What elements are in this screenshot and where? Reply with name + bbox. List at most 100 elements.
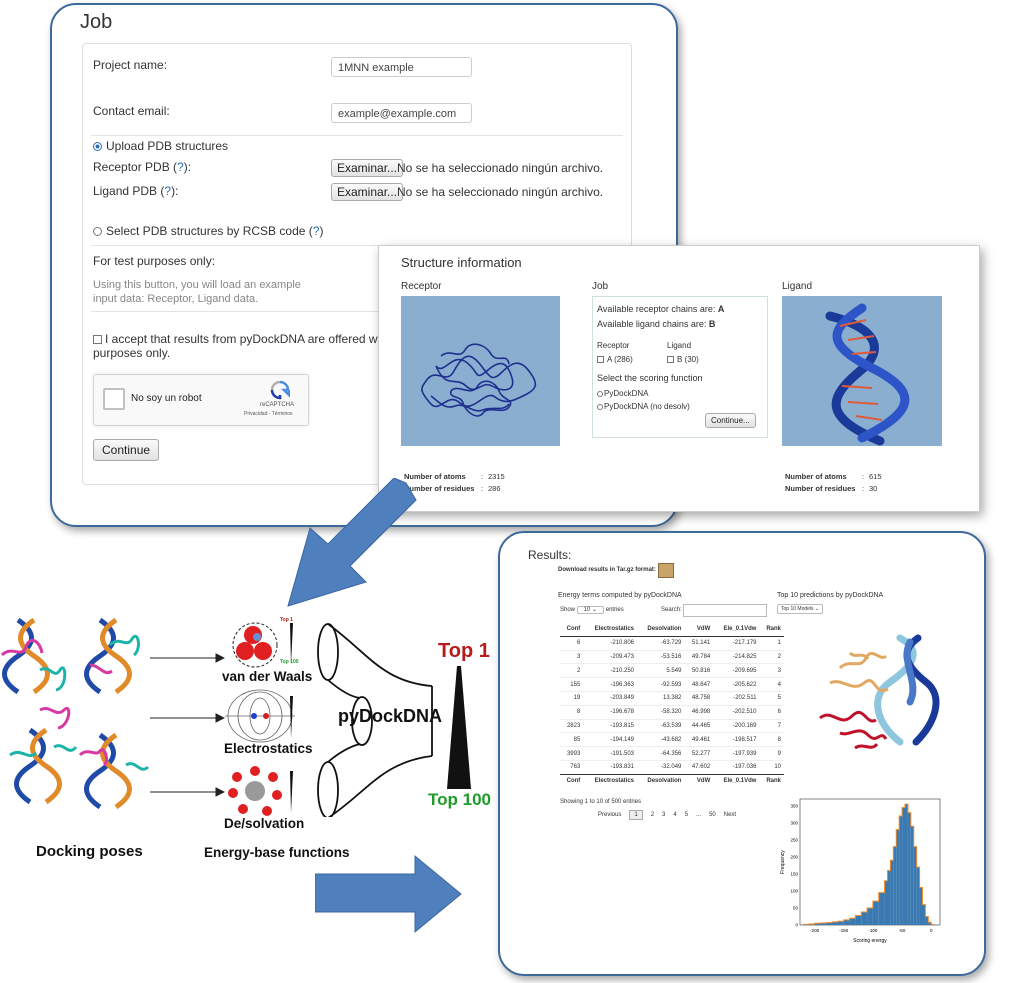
table-header-cell[interactable]: Desolvation <box>637 623 685 637</box>
histogram-bar <box>820 922 827 925</box>
histogram-bar <box>849 918 856 925</box>
page-link[interactable]: 4 <box>673 812 677 818</box>
docking-poses-label: Docking poses <box>36 843 143 860</box>
histogram-bar <box>907 812 911 925</box>
scoring-radio-1[interactable] <box>597 390 603 397</box>
table-cell: -32.049 <box>637 759 685 775</box>
histogram-bar <box>832 921 838 925</box>
recaptcha-checkbox[interactable] <box>103 388 125 410</box>
rcsb-help-link[interactable]: ? <box>312 224 320 238</box>
histogram-bar <box>861 912 868 925</box>
entries-select[interactable]: 10 ⌄ <box>576 606 605 614</box>
receptor-chain-checkbox[interactable] <box>597 356 604 364</box>
download-archive-icon[interactable] <box>658 563 674 578</box>
receptor-residues-label: Number of residues <box>404 484 475 493</box>
table-cell: -193.815 <box>583 718 638 733</box>
receptor-chain-option[interactable]: A (286) <box>597 355 633 364</box>
recaptcha-links[interactable]: Privacidad - Términos <box>244 411 293 417</box>
entries-label: entries <box>605 607 624 613</box>
receptor-browse-button[interactable]: Examinar... <box>331 159 404 177</box>
histogram-bar <box>916 867 920 925</box>
table-cell: 50.816 <box>684 663 714 678</box>
ligand-help-link[interactable]: ? <box>164 184 172 198</box>
ligand-chain-checkbox[interactable] <box>667 356 674 364</box>
ligand-atoms-label: Number of atoms <box>785 472 847 481</box>
histogram-bar <box>843 919 850 925</box>
page-link[interactable]: Previous <box>598 812 622 818</box>
page-link[interactable]: 3 <box>662 812 666 818</box>
page-link[interactable]: ... <box>696 812 702 818</box>
ligand-structure-image <box>782 296 942 446</box>
table-footer-cell: Desolvation <box>637 773 685 788</box>
receptor-structure-image <box>401 296 560 446</box>
table-cell: -191.503 <box>583 746 638 761</box>
available-ligand-text: Available ligand chains are: <box>597 319 709 329</box>
contact-email-input[interactable]: example@example.com <box>331 103 472 123</box>
top10-select-value: Top 10 Models <box>781 606 814 612</box>
ligand-file-status: No se ha seleccionado ningún archivo. <box>397 185 604 199</box>
receptor-help-link[interactable]: ? <box>177 160 184 174</box>
page-link[interactable]: Next <box>723 812 737 818</box>
continue-button[interactable]: Continue <box>93 439 160 461</box>
page-link[interactable]: 1 <box>629 810 643 820</box>
x-tick-label: -200 <box>810 928 820 933</box>
table-header-cell[interactable]: VdW <box>684 623 714 637</box>
ligand-browse-button[interactable]: Examinar... <box>331 183 404 201</box>
table-cell: -203.849 <box>583 690 638 706</box>
results-panel: Results: Download results in Tar.gz form… <box>498 531 986 976</box>
accept-terms[interactable]: I accept that results from pyDockDNA are… <box>93 332 390 346</box>
radio-unselected-icon[interactable] <box>93 227 102 237</box>
divider <box>91 311 623 312</box>
table-header-cell[interactable]: Conf <box>560 623 584 637</box>
project-name-input[interactable]: 1MNN example <box>331 57 472 77</box>
receptor-pdb-text: Receptor PDB ( <box>93 160 178 174</box>
top10-select[interactable]: Top 10 Models ⌄ <box>777 604 824 614</box>
table-cell: 13.382 <box>637 690 685 706</box>
electrostatics-icon <box>225 689 295 743</box>
search-input[interactable] <box>683 604 767 617</box>
ligand-paren: ): <box>171 184 179 198</box>
table-cell: 7 <box>759 718 784 733</box>
scoring-option-2[interactable]: PyDockDNA (no desolv) <box>597 402 690 411</box>
histogram-bar <box>928 922 932 925</box>
ligand-residues-value: 30 <box>869 484 878 493</box>
table-cell: 6 <box>759 704 784 720</box>
radio-selected-icon[interactable] <box>93 142 102 152</box>
receptor-col-label: Receptor <box>597 341 630 350</box>
rcsb-option[interactable]: Select PDB structures by RCSB code (?) <box>93 224 323 238</box>
scoring-radio-2[interactable] <box>597 403 603 410</box>
table-header-cell[interactable]: Rank <box>759 623 784 637</box>
complex-structure-image <box>819 634 940 750</box>
accept-checkbox[interactable] <box>93 335 102 345</box>
page-link[interactable]: 5 <box>684 812 689 818</box>
structure-continue-button[interactable]: Continue... <box>705 413 756 428</box>
energy-label: Energy <box>437 740 446 768</box>
upload-pdb-label: Upload PDB structures <box>106 139 229 153</box>
upload-pdb-option[interactable]: Upload PDB structures <box>93 139 228 153</box>
table-cell: 5.549 <box>637 663 685 678</box>
page-link[interactable]: 50 <box>709 812 716 818</box>
table-header-cell[interactable]: Electrostatics <box>583 623 638 637</box>
ligand-chain-option[interactable]: B (30) <box>667 355 699 364</box>
table-cell: 10 <box>759 759 784 775</box>
table-cell: -196.363 <box>583 677 638 692</box>
table-cell: -198.517 <box>713 732 760 747</box>
histogram-bar <box>905 804 908 925</box>
table-cell: -209.695 <box>713 663 760 678</box>
job-title: Job <box>80 11 113 33</box>
vdw-icon <box>232 622 293 668</box>
results-title: Results: <box>528 548 572 562</box>
table-header-cell[interactable]: Ele_0.1Vdw <box>713 623 760 637</box>
page-link[interactable]: 2 <box>650 812 655 818</box>
project-name-label: Project name: <box>93 58 168 72</box>
energy-terms-heading: Energy terms computed by pyDockDNA <box>558 592 682 599</box>
table-cell: -202.510 <box>713 704 760 720</box>
scoring-option-1[interactable]: PyDockDNA <box>597 389 648 398</box>
receptor-atoms-value: 2315 <box>488 472 505 481</box>
accept-text: I accept that results from pyDockDNA are… <box>105 332 391 346</box>
x-tick-label: -50 <box>899 928 906 933</box>
